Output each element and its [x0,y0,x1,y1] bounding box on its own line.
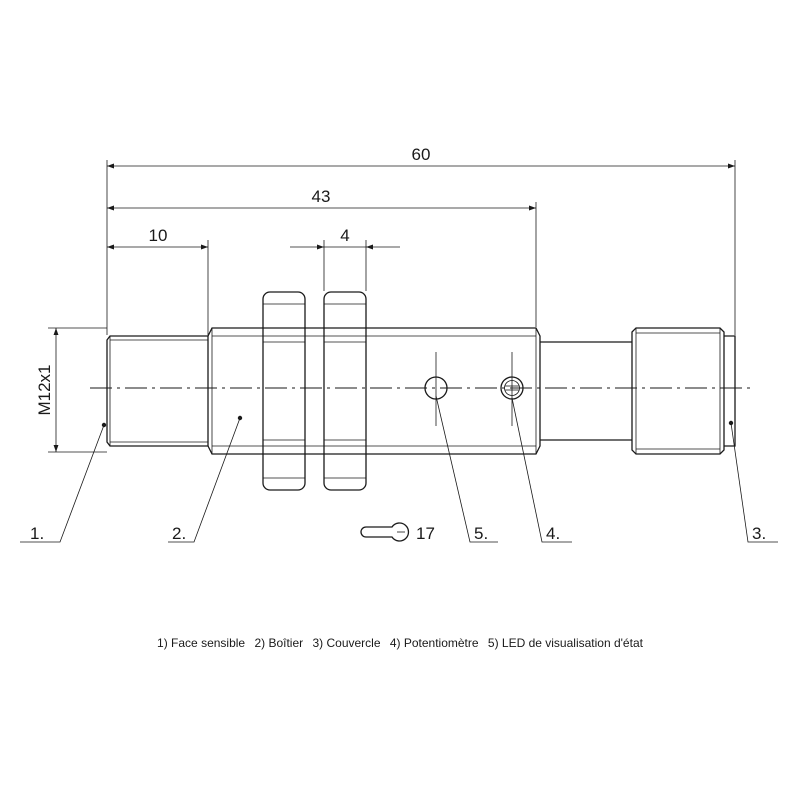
dim-label-thread: M12x1 [35,364,54,415]
connector-cap [631,327,725,455]
potentiometer [500,352,524,426]
callout-2: 2. [172,524,186,543]
wrench-icon [360,522,410,542]
dim-label-60: 60 [412,145,431,164]
callout-4: 4. [546,524,560,543]
legend-item-1: 1) Face sensible [157,636,246,650]
legend-item-4: 4) Potentiomètre [389,636,479,650]
legend-item-2: 2) Boîtier [254,636,304,650]
sensing-face [106,335,209,447]
dim-label-4: 4 [340,226,349,245]
sensor-body [90,291,750,491]
legend-item-3: 3) Couvercle [312,636,381,650]
callouts: 1. 2. 5. 4. 3. [20,395,778,543]
led-indicator [424,352,448,426]
dim-label-10: 10 [149,226,168,245]
callout-5: 5. [474,524,488,543]
wrench-size: 17 [360,522,435,543]
legend: 1) Face sensible 2) Boîtier 3) Couvercle… [0,636,800,650]
nut-left [262,291,306,491]
dimension-lines: 60 43 10 4 M12x1 [35,145,736,453]
callout-3: 3. [752,524,766,543]
dim-label-43: 43 [312,187,331,206]
housing [207,327,541,455]
wrench-size-label: 17 [416,524,435,543]
callout-1: 1. [30,524,44,543]
nut-right [323,291,367,491]
legend-item-5: 5) LED de visualisation d'état [487,636,643,650]
neck [540,341,632,441]
